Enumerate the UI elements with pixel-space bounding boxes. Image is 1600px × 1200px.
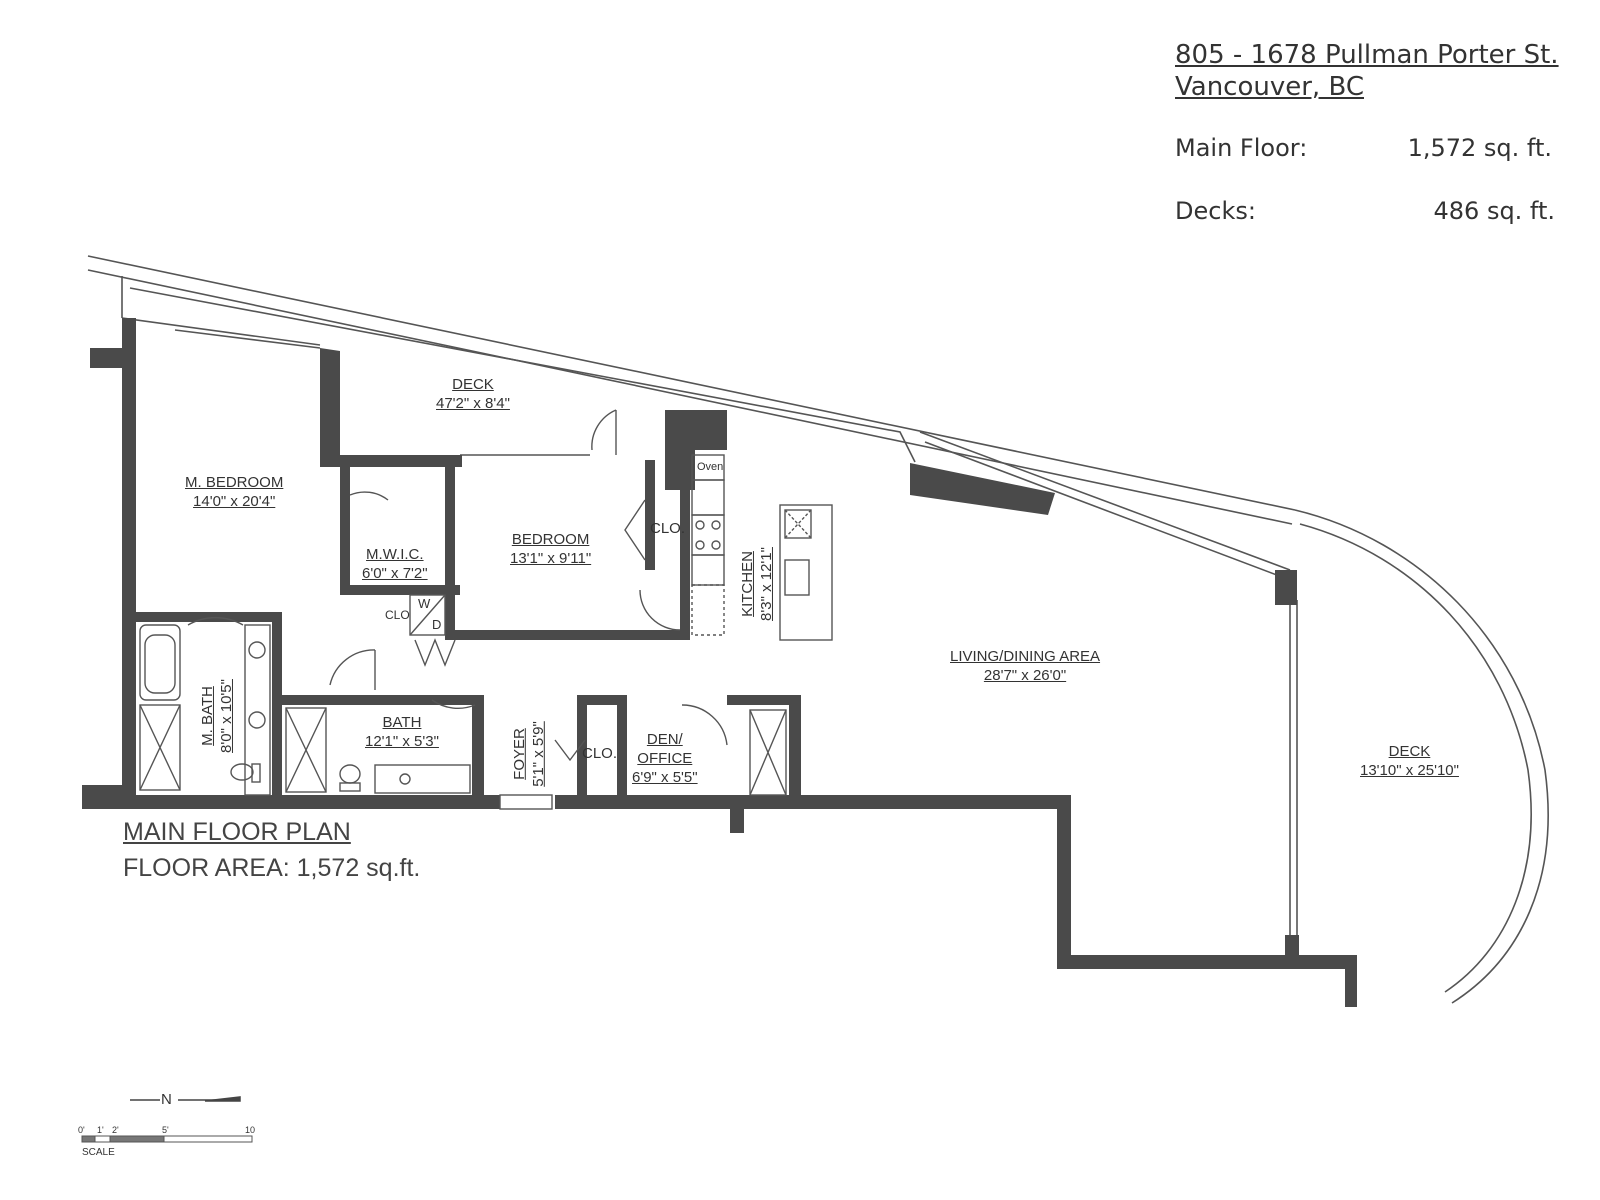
- main-floor-value: 1,572 sq. ft.: [1407, 134, 1552, 162]
- dryer-label: D: [432, 617, 442, 632]
- address-line-2: Vancouver, BC: [1175, 72, 1364, 102]
- north-arrow: [130, 1096, 241, 1102]
- decks-value: 486 sq. ft.: [1433, 197, 1556, 225]
- main-floor-label: Main Floor:: [1175, 134, 1308, 162]
- wall-south: [82, 795, 502, 809]
- room-mwic: M.W.I.C.6'0" x 7'2": [362, 546, 428, 582]
- deck-railing: [87, 255, 1296, 511]
- closet-label-laundry: CLO: [385, 608, 410, 622]
- bathtub: [139, 624, 181, 701]
- north-label: N: [161, 1091, 172, 1108]
- washer-label: W: [418, 596, 431, 611]
- closet-label-bedroom: CLO.: [650, 520, 686, 537]
- kitchen-island: [779, 504, 833, 641]
- plan-title: MAIN FLOOR PLAN: [123, 818, 351, 846]
- scale-tick-10: 10: [245, 1125, 256, 1135]
- scale-tick-1: 1': [97, 1125, 104, 1135]
- scale-bar: [81, 1135, 253, 1143]
- oven-label: Oven: [697, 461, 724, 473]
- curved-deck-edge: [1294, 509, 1549, 1004]
- scale-label: SCALE: [82, 1147, 115, 1158]
- toilet: [230, 763, 254, 781]
- scale-tick-2: 2': [112, 1125, 119, 1135]
- closet-label-foyer: CLO.: [582, 745, 618, 762]
- scale-tick-0: 0': [78, 1125, 85, 1135]
- shower: [139, 704, 181, 791]
- wall-west: [122, 320, 136, 805]
- decks-label: Decks:: [1175, 197, 1256, 225]
- plan-floor-area: FLOOR AREA: 1,572 sq.ft.: [123, 854, 421, 882]
- address-line-1: 805 - 1678 Pullman Porter St.: [1175, 40, 1559, 70]
- cooktop: [691, 514, 725, 556]
- washer-dryer: [409, 594, 446, 636]
- scale-tick-5: 5': [162, 1125, 169, 1135]
